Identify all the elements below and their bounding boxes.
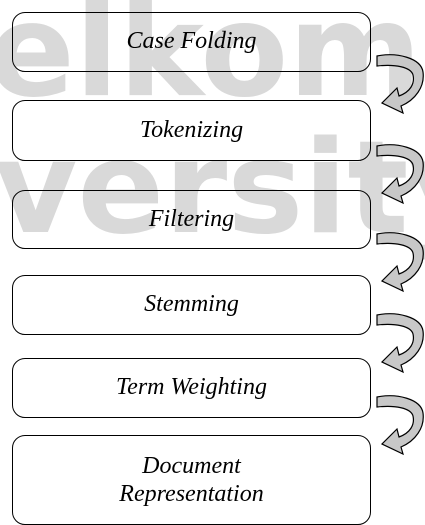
step-box-filtering: Filtering xyxy=(12,190,371,249)
step-label: Term Weighting xyxy=(116,374,267,401)
step-label: Filtering xyxy=(148,205,235,232)
step-label: Stemming xyxy=(144,291,239,318)
step-box-tokenizing: Tokenizing xyxy=(12,100,371,161)
curved-down-arrow-icon xyxy=(376,232,424,292)
step-label: Case Folding xyxy=(126,28,257,55)
curved-down-arrow-icon xyxy=(376,395,424,455)
step-box-stemming: Stemming xyxy=(12,275,371,335)
step-box-term-weighting: Term Weighting xyxy=(12,358,371,418)
curved-down-arrow-icon xyxy=(376,144,424,204)
step-label: Document Representation xyxy=(119,453,264,507)
curved-down-arrow-icon xyxy=(376,313,424,373)
step-box-document-representation: Document Representation xyxy=(12,435,371,525)
step-box-case-folding: Case Folding xyxy=(12,12,371,72)
curved-down-arrow-icon xyxy=(376,54,424,114)
watermark-line-1: elkom xyxy=(0,0,422,126)
watermark-line-2: iversity xyxy=(0,114,425,263)
step-label: Tokenizing xyxy=(139,116,244,143)
